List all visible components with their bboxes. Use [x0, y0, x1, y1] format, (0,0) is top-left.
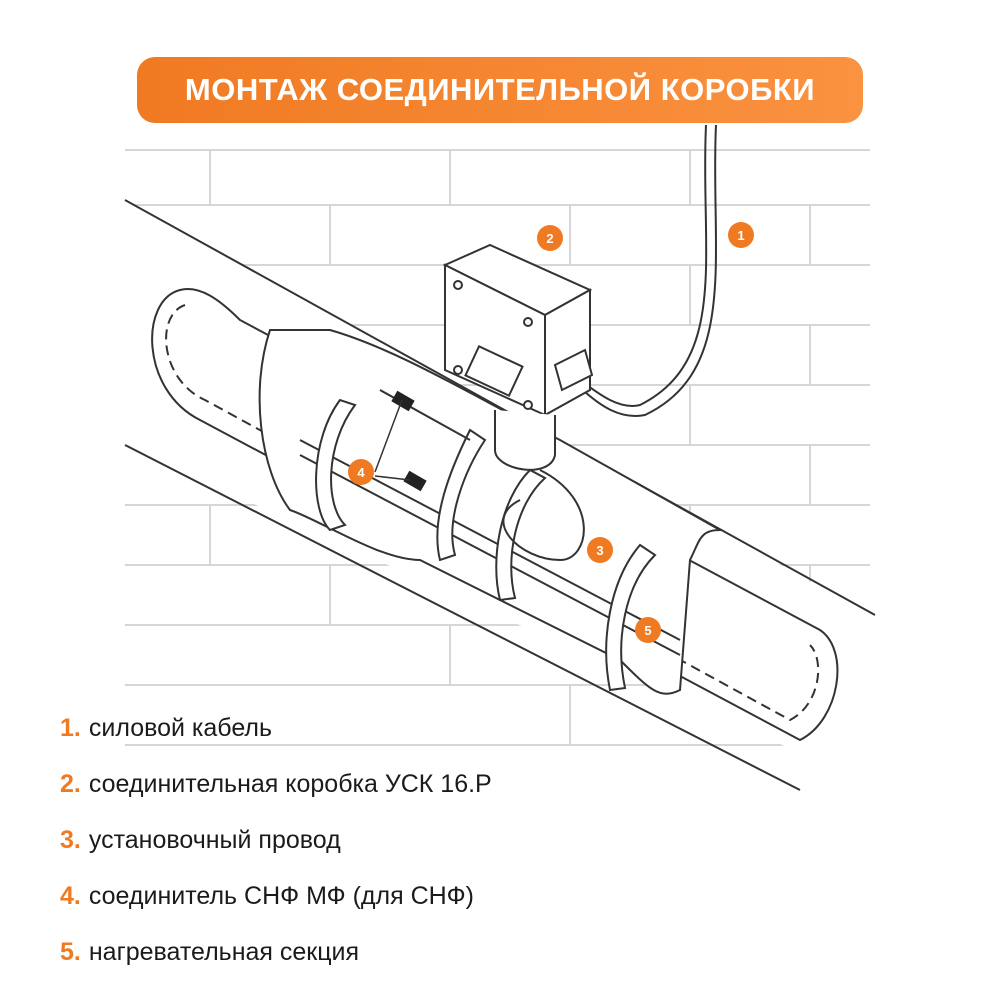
svg-text:2: 2: [546, 231, 553, 246]
marker-1: 1: [728, 222, 754, 248]
marker-2: 2: [537, 225, 563, 251]
marker-5: 5: [635, 617, 661, 643]
clamps: [315, 398, 657, 692]
svg-text:4: 4: [357, 465, 365, 480]
power-cable: [579, 124, 718, 417]
legend: 1.силовой кабель 2.соединительная коробк…: [60, 700, 492, 980]
legend-item: 5.нагревательная секция: [60, 937, 360, 966]
legend-item: 4.соединитель СНФ МФ (для СНФ): [60, 881, 475, 910]
connectors: [374, 389, 585, 562]
marker-3: 3: [587, 537, 613, 563]
legend-item: 2.соединительная коробка УСК 16.Р: [60, 769, 492, 798]
legend-item: 1.силовой кабель: [60, 713, 273, 742]
svg-text:5: 5: [644, 623, 651, 638]
marker-4: 4: [348, 459, 374, 485]
svg-text:3: 3: [596, 543, 603, 558]
junction-box: [442, 243, 594, 471]
svg-text:1: 1: [737, 228, 744, 243]
markers: 1 2 3 4 5: [348, 222, 754, 643]
legend-item: 3.установочный провод: [60, 825, 341, 854]
page-title: МОНТАЖ СОЕДИНИТЕЛЬНОЙ КОРОБКИ: [137, 57, 863, 123]
pipe: [124, 199, 876, 791]
